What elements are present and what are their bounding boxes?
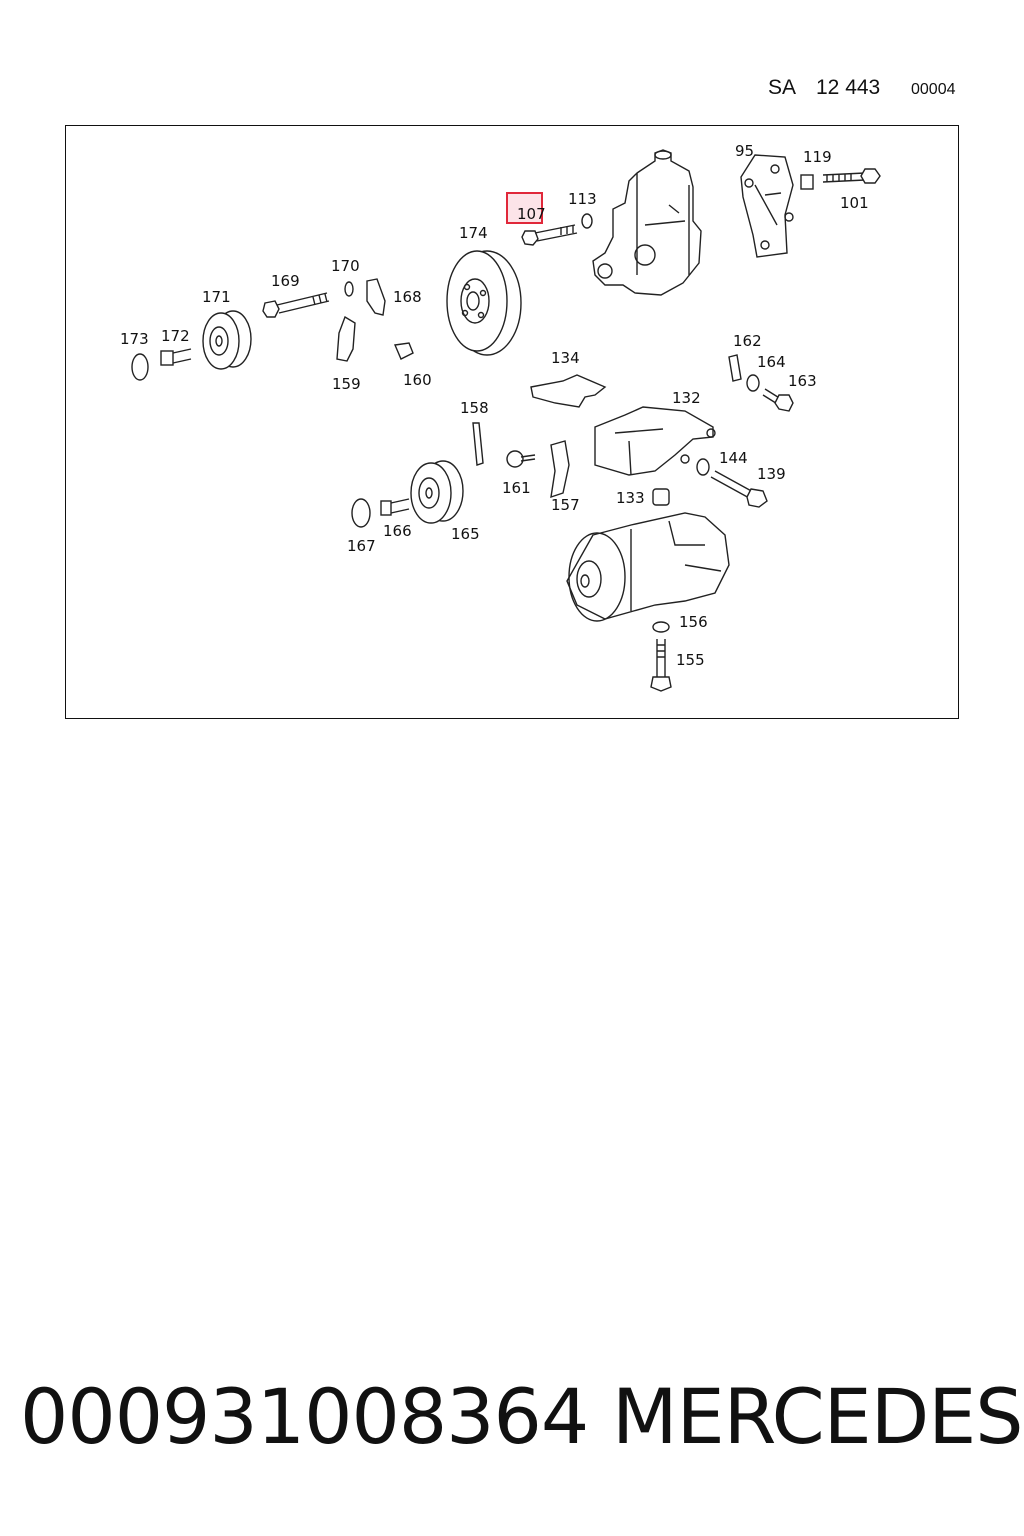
bolt-161-drawing — [506, 450, 536, 468]
label-107[interactable]: 107 — [517, 205, 546, 223]
diagram-frame — [65, 125, 959, 719]
cap-167-drawing — [351, 498, 371, 528]
compressor-drawing — [566, 512, 730, 622]
bolt-155-drawing — [650, 639, 672, 692]
label-166: 166 — [383, 522, 412, 540]
label-161: 161 — [502, 479, 531, 497]
label-155: 155 — [676, 651, 705, 669]
pulley-174-drawing — [446, 250, 522, 356]
clip-160-drawing — [393, 342, 414, 360]
brand-name: MERCEDES — [612, 1372, 1023, 1461]
label-172: 172 — [161, 327, 190, 345]
label-156: 156 — [679, 613, 708, 631]
label-171: 171 — [202, 288, 231, 306]
bolt-107-drawing — [521, 224, 578, 246]
bracket-95-drawing — [740, 154, 794, 258]
bracket-157-drawing — [550, 440, 570, 499]
header-prefix: SA — [768, 76, 797, 99]
label-139: 139 — [757, 465, 786, 483]
header-number: 12 443 — [816, 76, 881, 99]
label-168: 168 — [393, 288, 422, 306]
label-164: 164 — [757, 353, 786, 371]
idler-pulley-171-drawing — [202, 310, 252, 370]
label-162: 162 — [733, 332, 762, 350]
label-173: 173 — [120, 330, 149, 348]
label-95: 95 — [735, 142, 754, 160]
bolt-166-drawing — [380, 498, 410, 516]
bracket-168-drawing — [366, 278, 386, 316]
label-101: 101 — [840, 194, 869, 212]
washer-170-drawing — [344, 281, 354, 297]
cap-173-drawing — [131, 353, 149, 381]
label-174: 174 — [459, 224, 488, 242]
washer-144-drawing — [696, 458, 710, 476]
label-157: 157 — [551, 496, 580, 514]
label-163: 163 — [788, 372, 817, 390]
label-169: 169 — [271, 272, 300, 290]
washer-164-drawing — [746, 374, 760, 392]
plate-162-drawing — [728, 354, 742, 382]
label-144: 144 — [719, 449, 748, 467]
header-code: 00004 — [911, 81, 956, 98]
label-165: 165 — [451, 525, 480, 543]
spacer-133-drawing — [652, 488, 670, 506]
exploded-parts-diagram: 107 95 119 113 101 174 170 169 171 168 1… — [120, 142, 881, 692]
bolt-163-drawing — [762, 388, 794, 412]
bolt-101-drawing — [822, 168, 881, 184]
highlight-box[interactable] — [506, 192, 543, 224]
label-119: 119 — [803, 148, 832, 166]
nut-119-drawing — [800, 174, 814, 190]
label-170: 170 — [331, 257, 360, 275]
bracket-158-drawing — [472, 422, 484, 466]
bracket-134-drawing — [530, 374, 607, 408]
power-steering-pump-drawing — [592, 149, 702, 296]
label-113: 113 — [568, 190, 597, 208]
washer-156-drawing — [652, 621, 670, 633]
bolt-169-drawing — [262, 292, 330, 318]
label-158: 158 — [460, 399, 489, 417]
housing-132-drawing — [594, 406, 716, 476]
label-159: 159 — [332, 375, 361, 393]
washer-113-drawing — [581, 213, 593, 229]
label-133: 133 — [616, 489, 645, 507]
bolt-172-drawing — [160, 348, 192, 366]
label-132: 132 — [672, 389, 701, 407]
bolt-139-drawing — [710, 470, 768, 508]
label-160: 160 — [403, 371, 432, 389]
part-number: 000931008364 — [20, 1372, 589, 1461]
idler-pulley-165-drawing — [410, 460, 464, 524]
label-134: 134 — [551, 349, 580, 367]
bracket-159-drawing — [336, 315, 356, 362]
label-167: 167 — [347, 537, 376, 555]
